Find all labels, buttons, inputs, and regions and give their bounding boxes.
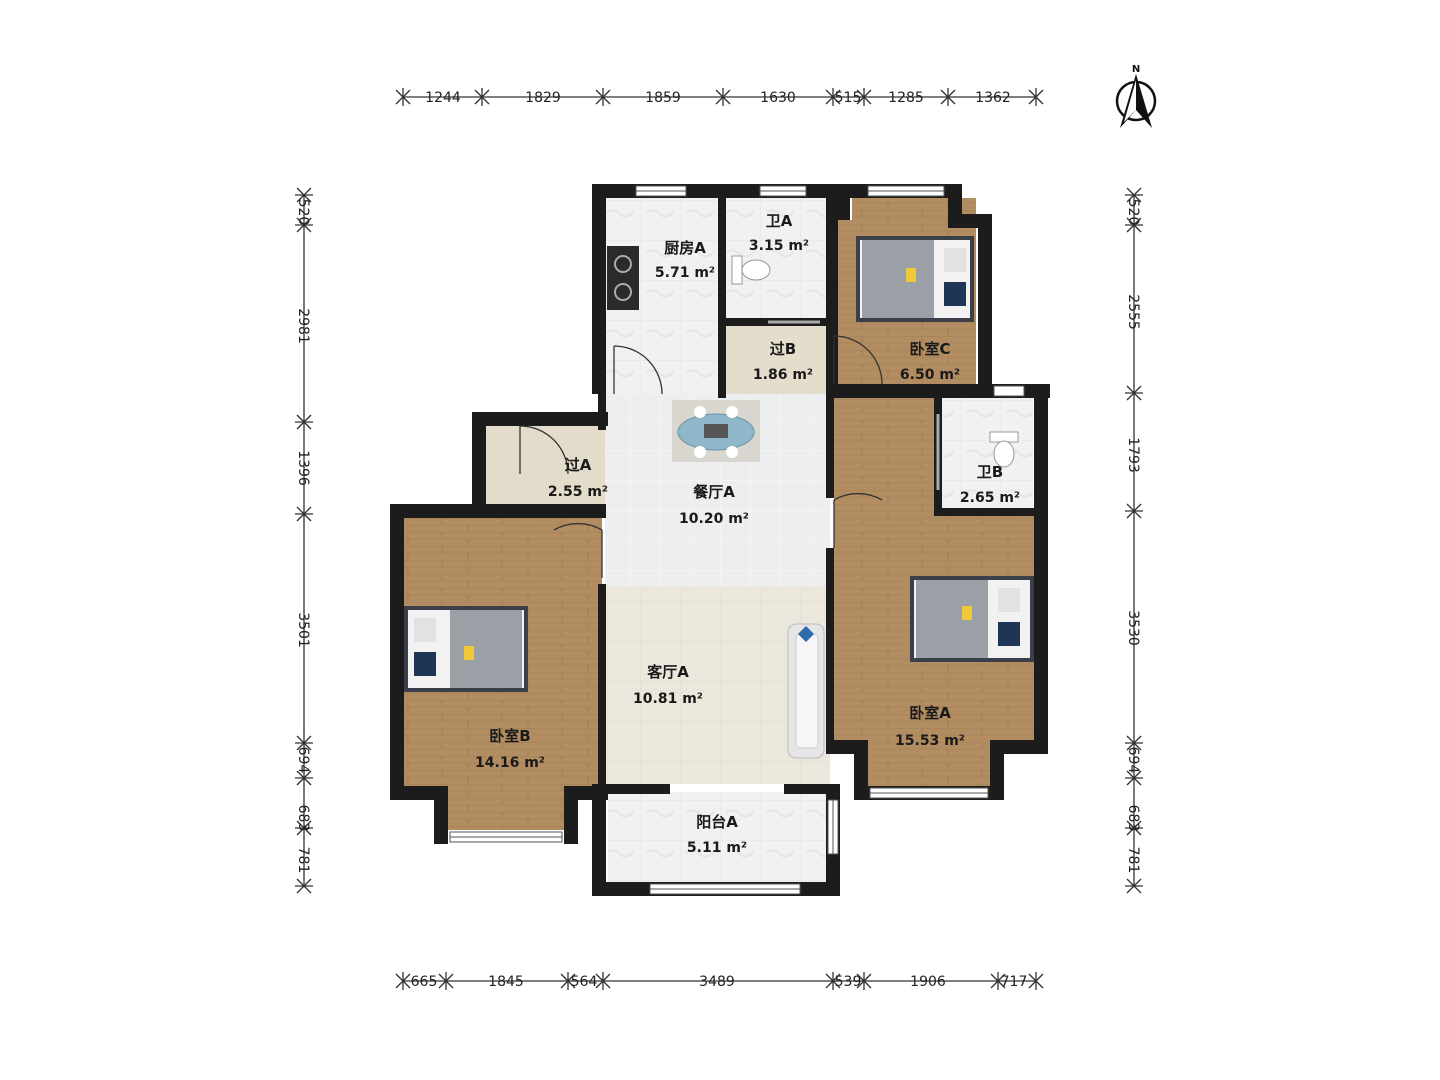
room-area-bedroom-a: 15.53 m² [895,733,965,749]
room-area-bedroom-b: 14.16 m² [475,755,545,771]
dimension-left-6: 683 [295,805,311,832]
dimension-left-1: 520 [295,199,311,226]
room-area-bedroom-c: 6.50 m² [900,367,960,383]
dimension-top-4: 1630 [760,90,796,106]
bed-icon [856,236,974,322]
room-name-hall-a: 过A [565,456,592,474]
dimension-top-1: 1244 [425,90,461,106]
dimension-bottom-1: 665 [411,974,438,990]
room-name-dining-a: 餐厅A [693,483,735,501]
dimension-line-right [1125,187,1143,894]
dimension-line-bottom [395,972,1044,990]
windows [449,185,1025,895]
room-name-bath-a: 卫A [766,212,793,230]
dimension-left-2: 2981 [295,308,311,344]
room-name-hall-b: 过B [770,340,796,358]
room-area-hall-a: 2.55 m² [548,484,608,500]
dimension-right-6: 683 [1125,805,1141,832]
toilet-icon [989,431,1019,468]
dimension-left-5: 694 [295,747,311,774]
dimension-right-4: 3530 [1125,610,1141,646]
dining-table-icon [672,400,760,462]
dimension-bottom-7: 717 [1001,974,1028,990]
dimension-bottom-2: 1845 [488,974,524,990]
compass-label: N [1132,64,1140,75]
room-name-bath-b: 卫B [977,463,1003,481]
dimension-right-7: 781 [1125,847,1141,874]
room-area-balcony-a: 5.11 m² [687,840,747,856]
toilet-icon [731,255,771,285]
dimension-bottom-4: 3489 [699,974,735,990]
dimension-right-3: 1793 [1125,437,1141,473]
stove-icon [607,246,639,310]
dimension-top-5: 515 [835,90,862,106]
dimension-bottom-5: 539 [835,974,862,990]
room-name-bedroom-b: 卧室B [489,727,530,745]
door-swings [519,320,940,578]
room-area-hall-b: 1.86 m² [753,367,813,383]
room-name-bedroom-a: 卧室A [909,704,951,722]
room-name-bedroom-c: 卧室C [909,340,950,358]
dimension-bottom-3: 564 [571,974,598,990]
room-name-kitchen-a: 厨房A [664,239,706,257]
dimension-top-6: 1285 [888,90,924,106]
room-area-kitchen-a: 5.71 m² [655,265,715,281]
dimension-left-4: 3501 [295,612,311,648]
dimension-line-top [395,88,1044,106]
dimension-bottom-6: 1906 [910,974,946,990]
room-area-bath-b: 2.65 m² [960,490,1020,506]
bed-icon [404,606,528,692]
dimension-top-3: 1859 [645,90,681,106]
dimension-right-1: 520 [1125,199,1141,226]
room-name-balcony-a: 阳台A [696,813,738,831]
bed-icon [910,576,1034,662]
dimension-top-2: 1829 [525,90,561,106]
north-arrow-icon: N [1115,64,1157,128]
dimension-top-7: 1362 [975,90,1011,106]
dimension-left-7: 781 [295,847,311,874]
room-area-living-a: 10.81 m² [633,691,703,707]
room-area-bath-a: 3.15 m² [749,238,809,254]
walls [390,184,1050,896]
dimension-line-left [295,187,313,894]
room-name-living-a: 客厅A [646,663,689,681]
dimension-left-3: 1396 [295,450,311,486]
sofa-icon [787,623,825,759]
dimension-right-5: 694 [1125,747,1141,774]
dimension-right-2: 2555 [1125,294,1141,330]
room-area-dining-a: 10.20 m² [679,511,749,527]
